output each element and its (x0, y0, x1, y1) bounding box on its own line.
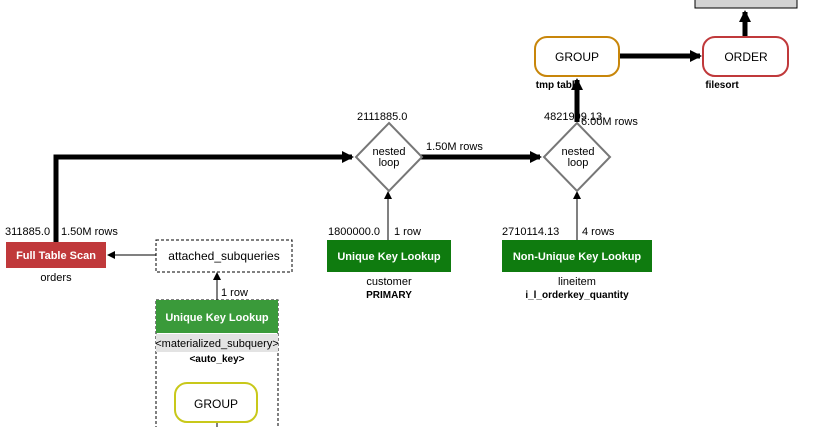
group-sub-node[interactable]: GROUP (174, 382, 258, 423)
order-top-node[interactable]: ORDER filesort (702, 36, 789, 91)
full-table-scan-table: orders (40, 272, 72, 284)
group-sub-box (174, 382, 258, 423)
attached-subqueries-node[interactable]: attached_subqueries (155, 239, 293, 273)
subquery-lookup-table: <materialized_subquery> (155, 338, 279, 350)
customer-lookup-node[interactable]: 1800000.0 1 row Unique Key Lookup custom… (327, 226, 451, 301)
full-table-scan-rows: 1.50M rows (61, 226, 118, 238)
subquery-lookup-box (156, 300, 278, 333)
group-top-sub: tmp table (536, 80, 581, 91)
attached-subqueries-label: attached_subqueries (168, 249, 279, 263)
customer-lookup-label: Unique Key Lookup (337, 251, 441, 263)
customer-lookup-box (327, 240, 451, 272)
nested-loop-1-line2: loop (379, 157, 400, 169)
customer-lookup-cost: 1800000.0 (328, 226, 380, 238)
nested-loop-1-diamond (354, 121, 424, 193)
subquery-lookup-rows: 1 row (221, 287, 248, 299)
customer-lookup-rows: 1 row (394, 226, 421, 238)
lineitem-lookup-node[interactable]: 2710114.13 4 rows Non-Unique Key Lookup … (502, 226, 652, 301)
full-table-scan-cost: 311885.0 (5, 226, 50, 238)
group-top-box (534, 36, 620, 77)
subquery-lookup-key: <auto_key> (189, 354, 244, 365)
lineitem-lookup-rows: 4 rows (582, 226, 615, 238)
order-top-label: ORDER (724, 50, 768, 64)
nested-loop-1-rows: 1.50M rows (426, 141, 483, 153)
nested-loop-2-line1: nested (561, 146, 594, 158)
nested-loop-2-rows: 6.00M rows (581, 116, 638, 128)
lineitem-lookup-table: lineitem (558, 276, 596, 288)
order-top-sub: filesort (705, 80, 739, 91)
nested-loop-1-cost: 2111885.0 (357, 111, 407, 123)
customer-lookup-key: PRIMARY (366, 290, 412, 301)
nested-loop-1-line1: nested (372, 146, 405, 158)
lineitem-lookup-key: i_l_orderkey_quantity (525, 290, 629, 301)
subquery-table-band (156, 334, 278, 352)
nested-loop-2-diamond (542, 121, 612, 193)
lineitem-lookup-label: Non-Unique Key Lookup (513, 251, 642, 263)
subquery-lookup-label: Unique Key Lookup (165, 312, 269, 324)
full-table-scan-node[interactable]: 311885.0 1.50M rows Full Table Scan orde… (5, 226, 118, 284)
edge-scan-to-nested-loop-1 (53, 151, 354, 242)
full-table-scan-box (6, 242, 106, 268)
full-table-scan-label: Full Table Scan (16, 250, 96, 262)
customer-lookup-table: customer (366, 276, 412, 288)
lineitem-lookup-box (502, 240, 652, 272)
group-sub-label: GROUP (194, 397, 238, 411)
subquery-lookup-node[interactable]: 1 row Unique Key Lookup <materialized_su… (155, 287, 279, 427)
nested-loop-2-line2: loop (568, 157, 589, 169)
nested-loop-1-node[interactable]: 2111885.0 nested loop 1.50M rows (354, 111, 483, 193)
group-top-node[interactable]: GROUP tmp table (534, 36, 620, 91)
group-top-label: GROUP (555, 50, 599, 64)
attached-subqueries-box (155, 239, 293, 273)
lineitem-lookup-cost: 2710114.13 (502, 226, 559, 238)
nested-loop-2-node[interactable]: 4821999.13 6.00M rows nested loop (542, 111, 638, 193)
top-node-cutoff (694, 0, 798, 9)
order-top-box (702, 36, 789, 77)
nested-loop-2-cost: 4821999.13 (544, 111, 602, 123)
